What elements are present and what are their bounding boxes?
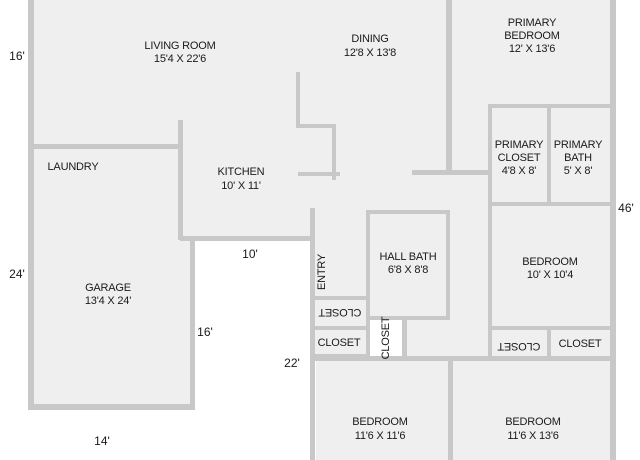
bedroom-right-size: 10' X 10'4 <box>527 269 573 281</box>
dimension-left-middle: 24' <box>9 267 25 281</box>
room-fills <box>34 0 610 460</box>
dining-name: DINING <box>351 33 388 45</box>
living-room-name: LIVING ROOM <box>144 40 215 52</box>
primary-bedroom-name-line1: PRIMARY <box>508 17 557 29</box>
bedroom-bottom-left-size: 11'6 X 11'6 <box>355 430 406 442</box>
living-room-size: 15'4 X 22'6 <box>154 53 206 65</box>
dimension-garage-right: 16' <box>197 325 213 339</box>
walls <box>28 0 616 460</box>
laundry-name: LAUNDRY <box>48 161 100 173</box>
closet-entry-upper-label: CLOSET <box>318 306 361 318</box>
hall-bath-name: HALL BATH <box>380 251 437 263</box>
primary-closet-name-line2: CLOSET <box>498 152 541 164</box>
dimension-left-top: 16' <box>9 49 25 63</box>
dimension-labels: 16' 24' 10' 16' 22' 46' 14' <box>9 49 634 448</box>
primary-closet-name-line1: PRIMARY <box>495 139 544 151</box>
bedroom-bottom-right-size: 11'6 X 13'6 <box>507 430 558 442</box>
dimension-bottom: 14' <box>94 434 110 448</box>
primary-bedroom-size: 12' X 13'6 <box>509 43 555 55</box>
bedroom-right-name: BEDROOM <box>522 256 577 268</box>
primary-bath-size: 5' X 8' <box>564 165 593 177</box>
primary-bath-name-line1: PRIMARY <box>554 139 603 151</box>
bedroom-bottom-right-name: BEDROOM <box>505 416 560 428</box>
primary-bedroom-name-line2: BEDROOM <box>504 30 559 42</box>
closet-bedroom-left-label: CLOSET <box>497 340 540 352</box>
kitchen-name: KITCHEN <box>218 166 265 178</box>
room-labels: LIVING ROOM 15'4 X 22'6 DINING 12'8 X 13… <box>48 17 604 442</box>
primary-bath-name-line2: BATH <box>564 152 592 164</box>
kitchen-size: 10' X 11' <box>221 180 261 192</box>
primary-closet-size: 4'8 X 8' <box>502 165 537 177</box>
closet-entry-lower-label: CLOSET <box>318 337 361 349</box>
closet-hall-label: CLOSET <box>380 316 392 359</box>
dimension-right-side: 46' <box>618 201 634 215</box>
closet-bedroom-right-label: CLOSET <box>559 338 602 350</box>
dimension-hall-left: 22' <box>284 356 300 370</box>
entry-label: ENTRY <box>316 253 328 290</box>
dimension-kitchen-bottom: 10' <box>242 247 258 261</box>
hall-bath-size: 6'8 X 8'8 <box>388 264 428 276</box>
garage-name: GARAGE <box>85 282 131 294</box>
dining-size: 12'8 X 13'8 <box>344 47 396 59</box>
bedroom-bottom-left-name: BEDROOM <box>352 416 407 428</box>
garage-size: 13'4 X 24' <box>85 295 131 307</box>
